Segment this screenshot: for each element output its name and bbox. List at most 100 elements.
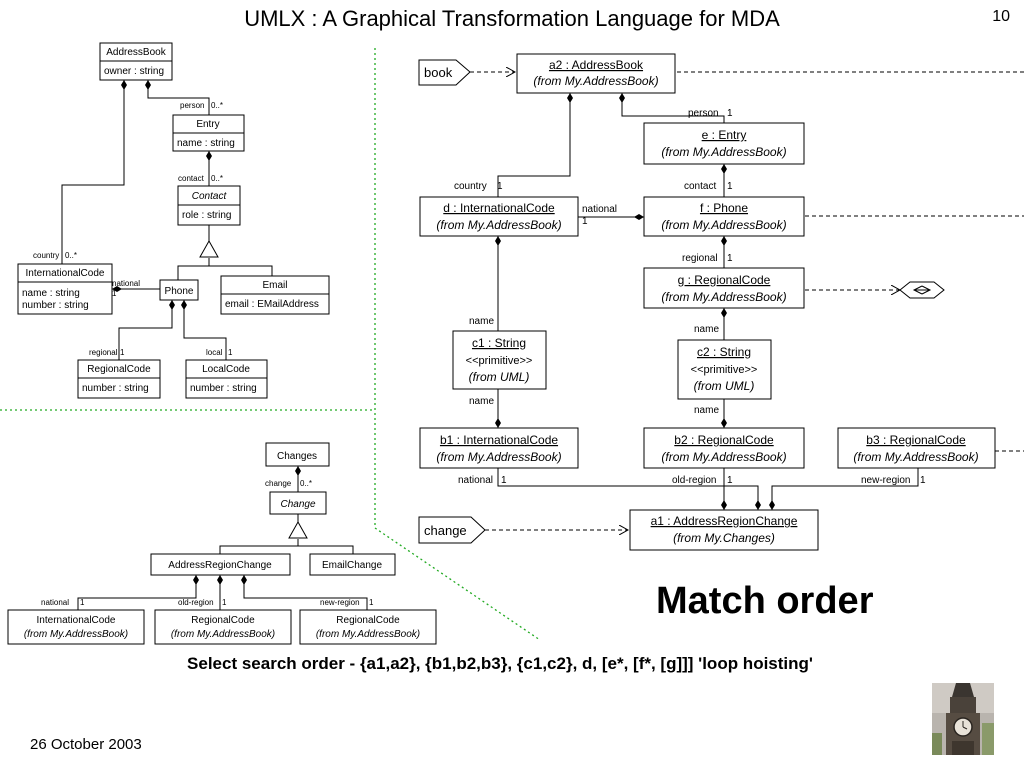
object-from: (from My.AddressBook) bbox=[436, 450, 561, 464]
class-email-change[interactable]: EmailChange bbox=[309, 553, 396, 576]
label-contact-mult: 1 bbox=[727, 181, 733, 192]
class-regional-code-ref-1[interactable]: RegionalCode (from My.AddressBook) bbox=[154, 609, 292, 645]
class-addressbook[interactable]: AddressBook owner : string bbox=[99, 42, 173, 81]
label-person-mult: 0..* bbox=[211, 101, 223, 110]
diagonal-divider bbox=[374, 527, 541, 641]
object-d[interactable]: d : InternationalCode (from My.AddressBo… bbox=[419, 196, 579, 237]
section-dividers bbox=[0, 48, 541, 641]
class-international-code[interactable]: InternationalCode name : string number :… bbox=[17, 263, 113, 315]
label-person-mult: 1 bbox=[727, 108, 733, 119]
label-old-region: old-region bbox=[672, 475, 716, 486]
label-name-c2: name bbox=[694, 324, 719, 335]
class-address-region-change[interactable]: AddressRegionChange bbox=[150, 553, 291, 576]
class-name: RegionalCode bbox=[87, 364, 151, 375]
class-international-code-ref[interactable]: InternationalCode (from My.AddressBook) bbox=[7, 609, 145, 645]
object-g[interactable]: g : RegionalCode (from My.AddressBook) bbox=[643, 267, 805, 309]
object-b1[interactable]: b1 : InternationalCode (from My.AddressB… bbox=[419, 427, 579, 469]
object-b2[interactable]: b2 : RegionalCode (from My.AddressBook) bbox=[643, 427, 805, 469]
class-name: Contact bbox=[192, 191, 228, 202]
object-stereotype: <<primitive>> bbox=[466, 355, 533, 367]
label-national-mult: 1 bbox=[112, 289, 117, 298]
object-c1[interactable]: c1 : String <<primitive>> (from UML) bbox=[452, 330, 547, 390]
class-email[interactable]: Email email : EMailAddress bbox=[220, 275, 330, 315]
object-name: e : Entry bbox=[702, 128, 747, 142]
object-a1[interactable]: a1 : AddressRegionChange (from My.Change… bbox=[629, 509, 819, 551]
dashed-links bbox=[470, 72, 1024, 530]
class-attr: email : EMailAddress bbox=[225, 299, 319, 310]
label-new-region: new-region bbox=[320, 598, 360, 607]
transform-labels: person 1 country 1 contact 1 national 1 … bbox=[454, 108, 926, 486]
class-attr: number : string bbox=[190, 383, 257, 394]
class-attr: name : string bbox=[177, 138, 235, 149]
label-name-b2: name bbox=[694, 405, 719, 416]
object-from: (from My.AddressBook) bbox=[661, 218, 786, 232]
class-attr: name : string bbox=[22, 288, 80, 299]
class-contact[interactable]: Contact role : string bbox=[177, 185, 241, 226]
object-name: b2 : RegionalCode bbox=[674, 433, 774, 447]
class-name: Change bbox=[280, 499, 315, 510]
object-from: (from My.Changes) bbox=[673, 531, 775, 545]
label-regional-mult: 1 bbox=[727, 253, 733, 264]
object-name: g : RegionalCode bbox=[678, 273, 771, 287]
class-name: RegionalCode bbox=[191, 615, 255, 626]
page-number: 10 bbox=[992, 8, 1010, 25]
label-change-mult: 0..* bbox=[300, 479, 312, 488]
object-a2[interactable]: a2 : AddressBook (from My.AddressBook) bbox=[516, 53, 676, 94]
label-national: national bbox=[112, 279, 140, 288]
object-name: f : Phone bbox=[700, 201, 748, 215]
label-regional-mult: 1 bbox=[120, 348, 125, 357]
label-national-mult: 1 bbox=[80, 598, 85, 607]
class-attr: role : string bbox=[182, 210, 231, 221]
class-name: AddressBook bbox=[106, 47, 166, 58]
label-person: person bbox=[688, 108, 719, 119]
class-local-code[interactable]: LocalCode number : string bbox=[185, 359, 268, 399]
label-local: local bbox=[206, 348, 223, 357]
object-from: (from My.AddressBook) bbox=[533, 74, 658, 88]
class-change[interactable]: Change bbox=[269, 491, 327, 515]
object-name: b3 : RegionalCode bbox=[866, 433, 966, 447]
object-f[interactable]: f : Phone (from My.AddressBook) bbox=[643, 196, 805, 237]
changes-metamodel: change 0..* national 1 old-region 1 new-… bbox=[7, 442, 437, 645]
class-regional-code-ref-2[interactable]: RegionalCode (from My.AddressBook) bbox=[299, 609, 437, 645]
delete-hexagon-icon[interactable] bbox=[899, 281, 945, 299]
label-new-region-mult: 1 bbox=[369, 598, 374, 607]
label-local-mult: 1 bbox=[228, 348, 233, 357]
transformation-diagram: person 1 country 1 contact 1 national 1 … bbox=[418, 53, 1024, 551]
object-from: (from My.AddressBook) bbox=[661, 450, 786, 464]
class-regional-code[interactable]: RegionalCode number : string bbox=[77, 359, 161, 399]
object-from: (from My.AddressBook) bbox=[661, 145, 786, 159]
label-contact-mult: 0..* bbox=[211, 174, 223, 183]
port-label: book bbox=[424, 65, 453, 80]
class-name: LocalCode bbox=[202, 364, 250, 375]
label-national-mult: 1 bbox=[582, 216, 588, 227]
slide-date: 26 October 2003 bbox=[30, 736, 142, 753]
class-name: InternationalCode bbox=[37, 615, 116, 626]
object-name: b1 : InternationalCode bbox=[440, 433, 558, 447]
class-attr: number : string bbox=[22, 300, 89, 311]
label-old-region-mult: 1 bbox=[222, 598, 227, 607]
label-new-region-mult: 1 bbox=[920, 475, 926, 486]
class-name: RegionalCode bbox=[336, 615, 400, 626]
object-e[interactable]: e : Entry (from My.AddressBook) bbox=[643, 122, 805, 165]
label-country: country bbox=[454, 181, 487, 192]
object-name: c1 : String bbox=[472, 336, 526, 350]
class-entry[interactable]: Entry name : string bbox=[172, 114, 245, 152]
slide-title: UMLX : A Graphical Transformation Langua… bbox=[244, 6, 780, 31]
label-country-mult: 0..* bbox=[65, 251, 77, 260]
object-name: a1 : AddressRegionChange bbox=[651, 514, 798, 528]
object-stereotype: <<primitive>> bbox=[691, 364, 758, 376]
object-from: (from UML) bbox=[694, 379, 755, 393]
object-c2[interactable]: c2 : String <<primitive>> (from UML) bbox=[677, 339, 772, 400]
class-changes[interactable]: Changes bbox=[265, 442, 330, 467]
label-old-region-mult: 1 bbox=[727, 475, 733, 486]
clock-tower-photo bbox=[932, 683, 994, 755]
object-name: a2 : AddressBook bbox=[549, 58, 644, 72]
port-book[interactable]: book bbox=[418, 59, 471, 86]
class-phone[interactable]: Phone bbox=[159, 279, 199, 301]
match-order-heading: Match order bbox=[656, 580, 874, 622]
object-b3[interactable]: b3 : RegionalCode (from My.AddressBook) bbox=[837, 427, 996, 469]
port-change[interactable]: change bbox=[418, 516, 486, 544]
class-name: Email bbox=[262, 280, 287, 291]
